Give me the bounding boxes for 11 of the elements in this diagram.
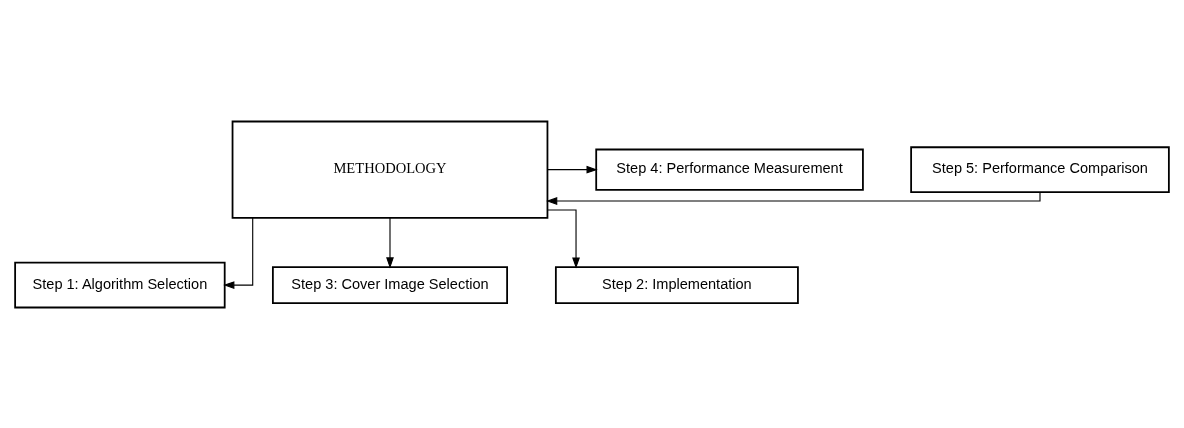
arrow — [547, 165, 598, 174]
arrow — [546, 191, 1041, 205]
node-box: Step 2: Implementation — [554, 265, 799, 304]
arrow — [223, 216, 254, 289]
arrow — [386, 216, 394, 269]
node-box: METHODOLOGY — [231, 120, 549, 219]
node-box: Step 4: Performance Measurement — [595, 148, 864, 191]
node-box: Step 1: Algorithm Selection — [14, 261, 226, 308]
node-box: Step 3: Cover Image Selection — [272, 265, 508, 304]
arrow — [547, 208, 580, 269]
node-box: Step 5: Performance Comparison — [910, 145, 1170, 193]
